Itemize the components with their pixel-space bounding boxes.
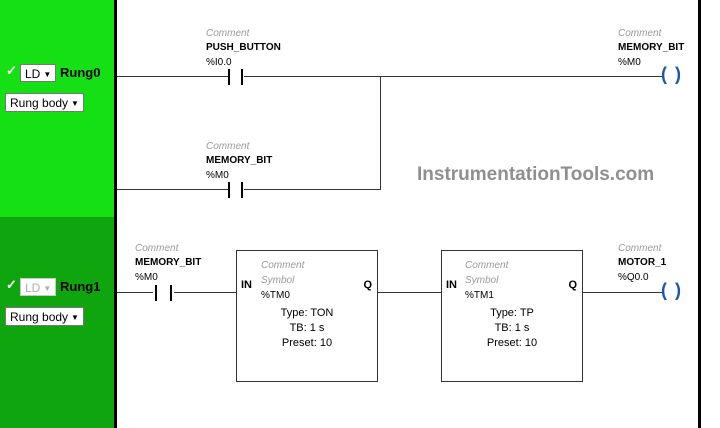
comment-label: Comment — [135, 243, 179, 254]
rung0-check-icon[interactable]: ✓ — [6, 63, 17, 78]
timer-timebase: TB: 1 s — [494, 322, 530, 334]
chevron-down-icon: ▼ — [43, 70, 52, 79]
timer-q-pin: Q — [568, 279, 577, 291]
coil-address: %Q0.0 — [618, 272, 649, 283]
symbol-label: Symbol — [465, 275, 499, 286]
rung0-branch-wire — [117, 189, 228, 190]
rung0-body-select[interactable]: Rung body▼ — [5, 93, 84, 112]
no-contact-icon[interactable] — [228, 182, 230, 198]
rung0-language-label: LD — [25, 67, 41, 81]
timer-type: Type: TP — [490, 307, 534, 319]
rung1-language-label: LD — [25, 281, 41, 295]
rung1-wire — [174, 292, 236, 293]
contact-symbol: MEMORY_BIT — [135, 257, 202, 268]
rung0-wire — [244, 76, 662, 77]
left-power-rail — [114, 0, 117, 428]
timer-type: Type: TON — [280, 307, 334, 319]
coil-address: %M0 — [618, 57, 641, 68]
timer-in-pin: IN — [446, 279, 457, 291]
editor-right-margin — [701, 0, 720, 428]
contact-address: %M0 — [206, 170, 229, 181]
rung0-branch-wire — [244, 189, 381, 190]
timer-address: %TM1 — [465, 290, 494, 301]
comment-label: Comment — [261, 260, 305, 271]
rung1-check-icon[interactable]: ✓ — [6, 277, 17, 292]
rung1-wire — [117, 292, 153, 293]
rung1-wire — [583, 292, 662, 293]
rung1-body-select[interactable]: Rung body▼ — [5, 307, 84, 326]
rung1-language-select[interactable]: LD▼ — [20, 278, 57, 296]
contact-address: %I0.0 — [206, 57, 232, 68]
timer-in-pin: IN — [241, 279, 252, 291]
comment-label: Comment — [465, 260, 509, 271]
rung1-wire — [378, 292, 441, 293]
timer-preset: Preset: 10 — [486, 337, 538, 349]
chevron-down-icon: ▼ — [43, 284, 52, 293]
timer-block[interactable]: IN Q Comment Symbol %TM0 Type: TON TB: 1… — [236, 250, 378, 382]
rung1-body-label: Rung body — [10, 310, 69, 324]
contact-symbol: PUSH_BUTTON — [206, 42, 281, 53]
chevron-down-icon: ▼ — [71, 313, 79, 322]
rung0-wire — [117, 76, 228, 77]
watermark: InstrumentationTools.com — [417, 164, 655, 185]
coil-symbol: MEMORY_BIT — [618, 42, 685, 53]
comment-label: Comment — [618, 28, 662, 39]
contact-address: %M0 — [135, 272, 158, 283]
coil-icon[interactable]: () — [661, 64, 689, 84]
coil-icon[interactable]: () — [661, 280, 689, 300]
timer-block[interactable]: IN Q Comment Symbol %TM1 Type: TP TB: 1 … — [441, 250, 583, 382]
no-contact-icon[interactable] — [241, 69, 243, 85]
timer-preset: Preset: 10 — [281, 337, 333, 349]
no-contact-icon[interactable] — [170, 285, 172, 301]
no-contact-icon[interactable] — [241, 182, 243, 198]
rung0-name: Rung0 — [60, 65, 101, 80]
rung1-name: Rung1 — [60, 279, 101, 294]
no-contact-icon[interactable] — [155, 285, 157, 301]
timer-q-pin: Q — [363, 279, 372, 291]
symbol-label: Symbol — [261, 275, 295, 286]
comment-label: Comment — [206, 28, 250, 39]
chevron-down-icon: ▼ — [71, 99, 79, 108]
rung0-language-select[interactable]: LD▼ — [20, 64, 57, 82]
coil-symbol: MOTOR_1 — [618, 257, 667, 268]
timer-timebase: TB: 1 s — [289, 322, 325, 334]
timer-address: %TM0 — [261, 290, 290, 301]
right-power-rail — [698, 0, 701, 428]
rung0-body-label: Rung body — [10, 96, 69, 110]
no-contact-icon[interactable] — [228, 69, 230, 85]
comment-label: Comment — [206, 141, 250, 152]
contact-symbol: MEMORY_BIT — [206, 155, 273, 166]
comment-label: Comment — [618, 243, 662, 254]
rung0-branch-join — [380, 76, 381, 190]
